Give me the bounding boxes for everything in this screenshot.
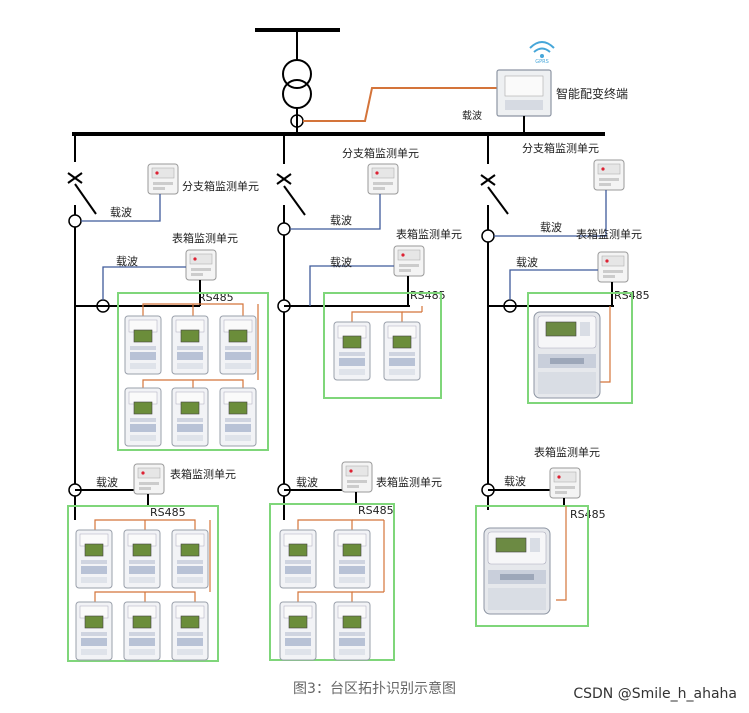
branch-unit-label-2: 分支箱监测单元	[342, 146, 419, 160]
rs485-label: RS485	[198, 291, 234, 304]
rs485-label: RS485	[150, 506, 186, 519]
carrier-label: 载波	[96, 476, 118, 489]
watermark: CSDN @Smile_h_ahaha	[573, 686, 737, 702]
transformer	[255, 28, 340, 133]
carrier-label: 载波	[330, 256, 352, 269]
branch-1: 载波 分支箱监测单元 载波 表箱监测单元 RS485 载波 表箱监测单元 RS4…	[67, 134, 269, 662]
meter-box-label: 表箱监测单元	[170, 467, 236, 481]
meter-box-label: 表箱监测单元	[376, 475, 442, 489]
carrier-label: 载波	[110, 206, 132, 219]
carrier-label: 载波	[330, 214, 352, 227]
gprs-label: GPRS	[535, 59, 549, 65]
branch-unit-label-3: 分支箱监测单元	[522, 141, 599, 155]
meter-box-label: 表箱监测单元	[576, 227, 642, 241]
terminal-label: 智能配变终端	[556, 86, 628, 101]
carrier-label: 载波	[296, 476, 318, 489]
branch-2: 载波 分支箱监测单元 载波 表箱监测单元 RS485 载波 表箱监测单元 RS4…	[269, 134, 462, 661]
meter-box-label: 表箱监测单元	[172, 231, 238, 245]
branch-unit-label-1: 分支箱监测单元	[182, 179, 259, 193]
carrier-label: 载波	[516, 256, 538, 269]
carrier-label: 载波	[540, 221, 562, 234]
figure-caption: 图3：台区拓扑识别示意图	[293, 681, 456, 697]
meter-box-label: 表箱监测单元	[534, 445, 600, 459]
terminal-carrier-label: 载波	[462, 109, 482, 122]
carrier-label: 载波	[116, 255, 138, 268]
smart-terminal: GPRS 智能配变终端 载波	[303, 41, 628, 132]
branch-3: 载波 分支箱监测单元 载波 表箱监测单元 RS485 载波 表箱监测单元 RS4…	[475, 134, 650, 627]
rs485-label: RS485	[358, 504, 394, 517]
meter-box-label: 表箱监测单元	[396, 227, 462, 241]
carrier-label: 载波	[504, 475, 526, 488]
